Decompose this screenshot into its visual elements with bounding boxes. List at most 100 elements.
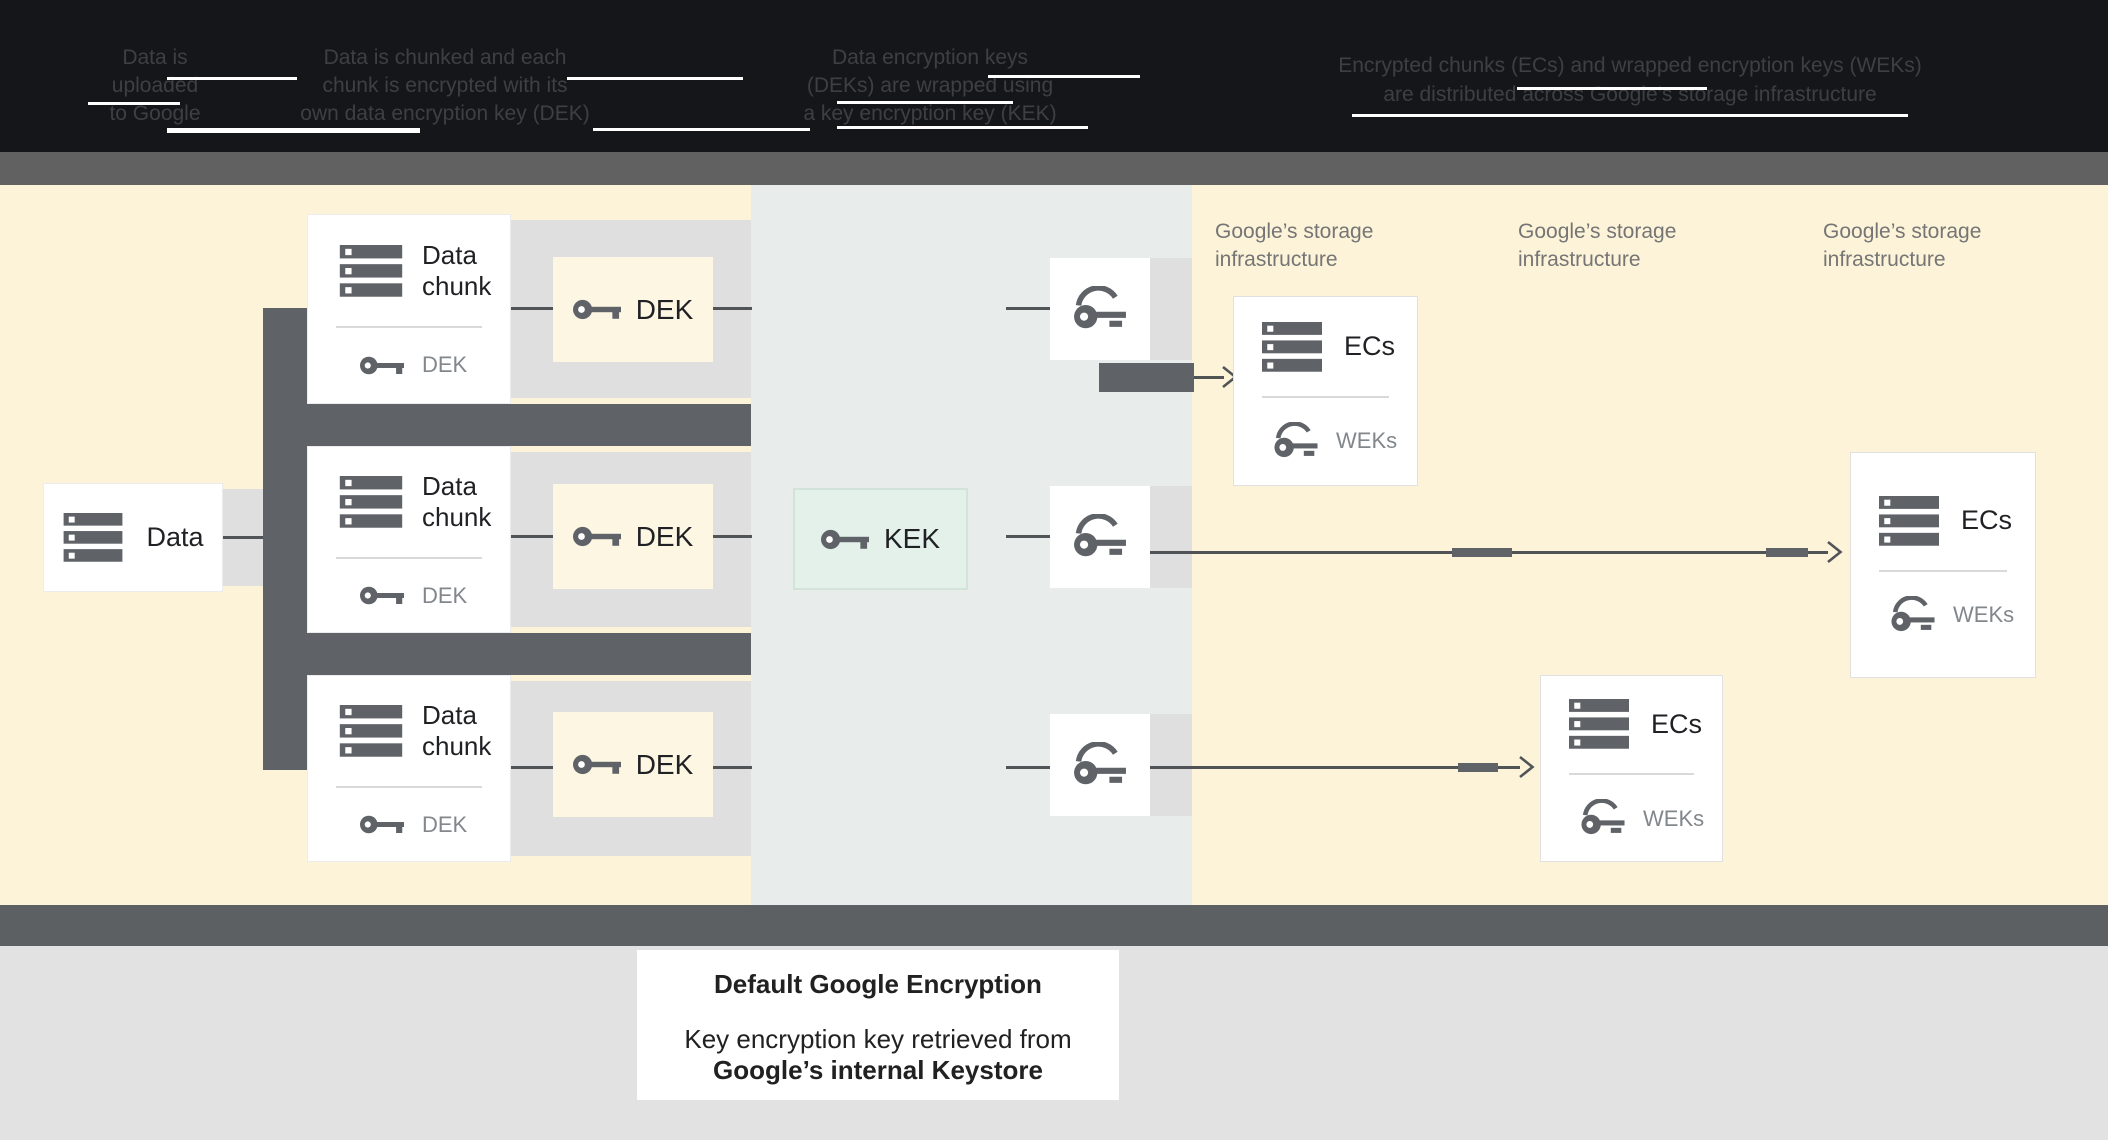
connector-line [223,536,263,539]
underline-artifact [88,102,180,105]
caption-line: Google’s storage [1518,220,1677,243]
ec-label: ECs [1344,331,1396,361]
storage-caption-3: Google’s storage infrastructure [1823,218,1981,274]
storage-caption-2: Google’s storage infrastructure [1518,218,1676,274]
underline-artifact [1517,87,1707,90]
header-caption-3: Data encryption keys (DEKs) are wrapped … [755,44,1105,128]
connector-line [511,535,553,538]
wrapped-key-icon [1071,742,1129,789]
underline-artifact [988,75,1140,78]
wrapped-key-node-1 [1050,258,1150,360]
divider-line [336,326,482,328]
wrapped-key-icon [1889,596,1937,635]
row-gap-bar [263,633,751,675]
arrow-chevron-icon [1826,540,1843,564]
wrapped-key-icon [1579,799,1627,838]
caption-line: Data encryption keys [831,46,1029,69]
caption-line: to Google [109,102,201,125]
dek-node-1: DEK [553,257,713,362]
underline-artifact [567,77,743,80]
underline-artifact [593,128,810,131]
ec-wek-label: WEKs [1643,805,1705,831]
kek-label: KEK [883,523,941,554]
key-icon [573,753,621,776]
wrapped-key-node-2 [1050,486,1150,588]
caption-line: Data is chunked and each [323,46,567,69]
header-caption-2: Data is chunked and each chunk is encryp… [280,44,610,128]
gray-band [1150,714,1192,816]
key-icon [573,298,621,321]
arrow-thick-segment [1458,763,1498,772]
dek-node-2: DEK [553,484,713,589]
connector-line [713,766,752,769]
ec-node-1: ECs WEKs [1233,296,1418,486]
underline-artifact [837,126,1088,129]
arrow-thick-segment [1452,548,1512,557]
divider-line [336,556,482,559]
row-gap-bar [263,404,751,446]
storage-icon [1260,322,1324,372]
divider-line [1879,569,2007,572]
dek-label: DEK [635,520,694,552]
divider-line [1569,773,1694,775]
footer-title: Default Google Encryption [714,969,1042,999]
connector-line [713,535,752,538]
header-caption-4: Encrypted chunks (ECs) and wrapped encry… [1320,51,1940,109]
storage-icon [338,476,404,528]
dek-label: DEK [635,748,694,780]
arrow-line [1194,376,1224,379]
underline-artifact [167,128,420,133]
caption-line: a key encryption key (KEK) [803,102,1057,125]
underline-artifact [167,77,297,80]
caption-line: Google’s storage [1823,220,1982,243]
wrapped-key-icon [1071,514,1129,561]
caption-line: infrastructure [1518,248,1641,271]
connector-line [1006,307,1050,310]
connector-line [1006,535,1050,538]
connector-line [713,307,752,310]
footer-caption-card: Default Google Encryption Key encryption… [637,950,1119,1100]
storage-icon [1877,496,1941,546]
footer-line2: Google’s internal Keystore [713,1055,1043,1085]
divider-line [1262,395,1389,398]
storage-icon [62,513,124,562]
storage-icon [338,245,404,297]
ec-label: ECs [1961,505,2013,535]
ec-node-3: ECs WEKs [1540,675,1723,862]
footer-divider-bar [0,905,2108,946]
key-icon [360,585,404,606]
kek-node: KEK [793,488,968,590]
underline-artifact [837,101,1013,104]
underline-artifact [1352,114,1908,117]
arrow-thick-segment [1766,548,1808,557]
header-caption-strip: Data is uploaded to Google Data is chunk… [0,0,2108,152]
key-icon [360,355,404,376]
caption-line: own data encryption key (DEK) [300,102,590,125]
caption-line: Encrypted chunks (ECs) and wrapped encry… [1338,54,1922,77]
thick-flow-bar [1099,363,1194,392]
gray-band [1150,486,1192,588]
header-caption-1: Data is uploaded to Google [30,44,280,128]
chunk-dek-label: DEK [422,811,468,837]
ec-wek-label: WEKs [1953,602,2015,627]
connector-line [1006,766,1050,769]
caption-line: (DEKs) are wrapped using [806,74,1054,97]
key-icon [573,525,621,548]
caption-line: are distributed across Google’s storage … [1383,83,1877,106]
caption-line: infrastructure [1215,248,1338,271]
caption-line: infrastructure [1823,248,1946,271]
chunk-dek-label: DEK [422,352,468,377]
ec-wek-label: WEKs [1336,428,1398,453]
trunk-connector [263,308,307,770]
data-node-label: Data [146,522,204,552]
wrapped-key-node-3 [1050,714,1150,816]
wrapped-key-icon [1071,286,1129,333]
footer-line1: Key encryption key retrieved from [684,1024,1072,1054]
caption-line: chunk is encrypted with its [322,74,568,97]
